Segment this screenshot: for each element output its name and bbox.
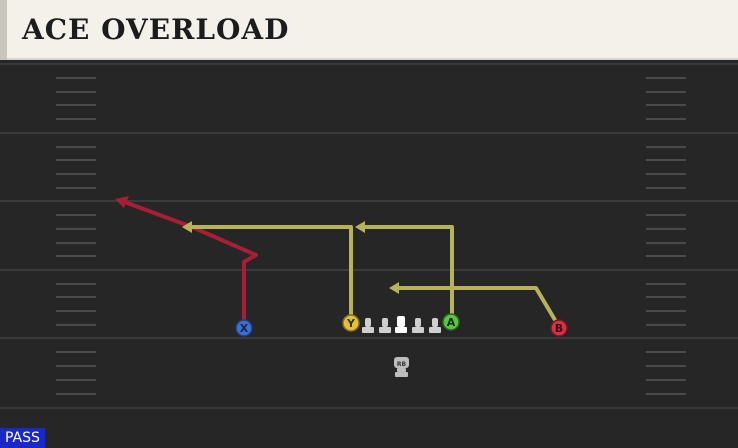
receiver-x-label: X [240,322,249,335]
lineman-icon [412,318,424,333]
play-type-badge: PASS [0,428,45,448]
lineman-icon [362,318,374,333]
center-icon [395,316,407,333]
receiver-a-label: A [447,316,456,329]
play-field: RB X Y A B [0,63,738,409]
hash-marks-right [646,77,686,395]
title-bar-accent [0,0,7,60]
yard-lines [0,63,738,409]
receiver-y: Y [342,314,360,332]
route-b [393,286,560,327]
route-x-primary [120,199,258,324]
receiver-a: A [442,313,460,331]
running-back-label: RB [397,361,407,368]
lineman-icon [379,318,391,333]
hash-marks-left [56,77,96,395]
offensive-line [362,316,441,333]
lineman-icon [429,318,441,333]
play-title-bar: ACE OVERLOAD [0,0,738,60]
receiver-y-label: Y [346,317,356,330]
route-a-arrowhead-icon [355,221,365,233]
running-back-marker: RB [394,357,409,377]
route-b-arrowhead-icon [389,282,399,294]
receiver-b: B [550,319,568,337]
route-y [186,225,353,320]
route-y-arrowhead-icon [182,221,192,233]
receiver-x: X [235,319,253,337]
play-title: ACE OVERLOAD [22,13,290,46]
route-x-arrowhead-icon [115,196,129,208]
receiver-b-label: B [555,322,563,335]
route-a [360,225,454,320]
